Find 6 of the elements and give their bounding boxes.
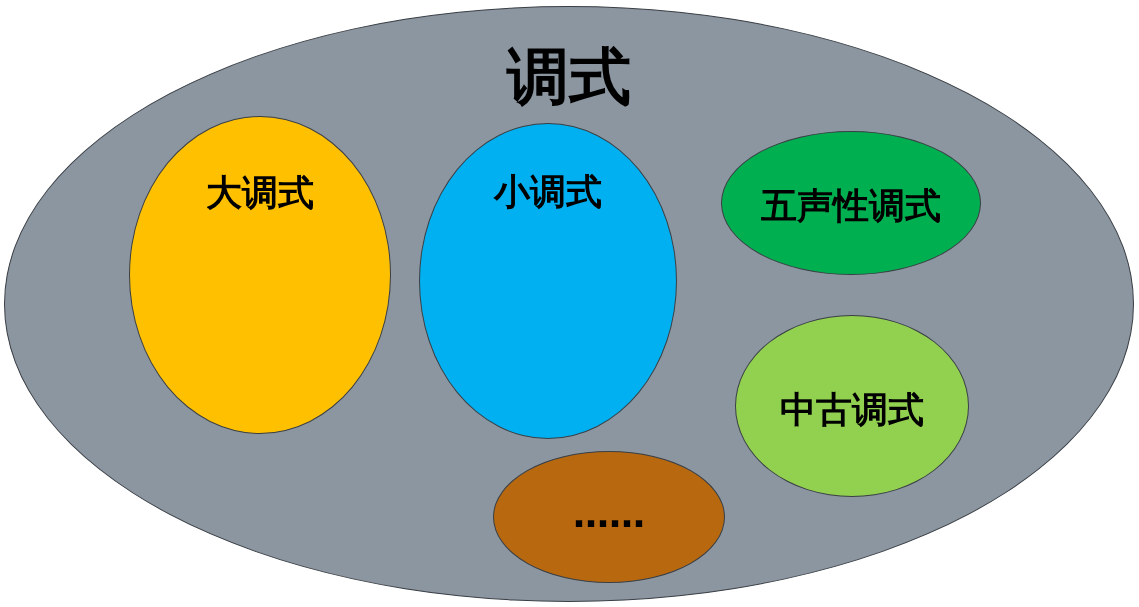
ellipse-label: …… xyxy=(573,494,645,535)
ellipse-label: 小调式 xyxy=(494,170,602,214)
ellipse-label: 大调式 xyxy=(206,171,314,215)
ellipse-label: 中古调式 xyxy=(780,388,924,432)
ellipse-label: 五声性调式 xyxy=(761,184,941,228)
title-label: 调式 xyxy=(507,39,631,115)
